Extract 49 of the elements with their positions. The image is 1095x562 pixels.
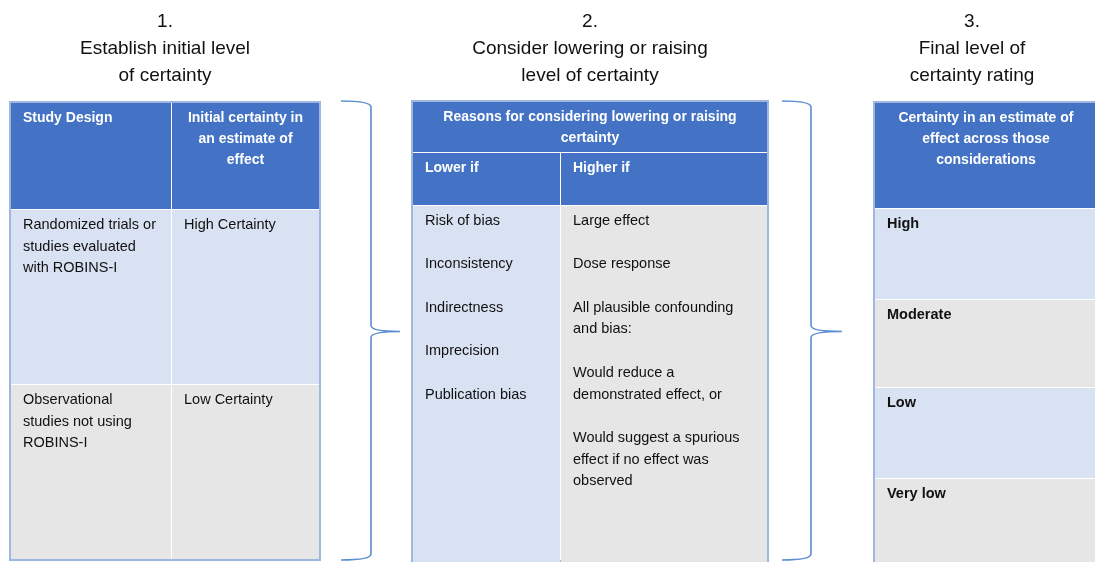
table-cell <box>11 210 171 384</box>
table-cell <box>875 479 1095 562</box>
cell-text: Would reduce a demonstrated effect, or <box>573 362 723 404</box>
step-number: 3. <box>963 9 981 33</box>
table-frame <box>9 101 321 561</box>
cell-text: Risk of bias <box>425 211 501 230</box>
cell-text: High Certainty <box>184 215 277 234</box>
table-cell <box>172 210 319 384</box>
table-cell <box>875 300 1095 387</box>
cell-text: Would suggest a spurious effect if no effect was observed <box>573 427 741 491</box>
cell-text: Low Certainty <box>184 390 274 409</box>
table-cell <box>11 385 171 559</box>
step-number: 2. <box>581 9 599 33</box>
table-cell <box>561 206 767 562</box>
table-header-cell <box>413 153 560 205</box>
table-header-cell <box>561 153 767 205</box>
cell-text: Indirectness <box>425 297 505 317</box>
cell-text: Imprecision <box>425 341 501 361</box>
table-header-cell <box>11 103 171 209</box>
table-cell <box>172 385 319 559</box>
table-frame <box>411 100 769 562</box>
cell-text: All plausible confounding and bias: <box>573 297 735 339</box>
cell-text: Inconsistency <box>425 254 514 274</box>
table-cell <box>875 388 1095 478</box>
table-header-cell <box>413 102 767 152</box>
step-heading: Final level of certainty rating <box>908 36 1036 87</box>
header-text: Reasons for considering lowering or raising certainty <box>442 107 738 147</box>
cell-text: Publication bias <box>425 384 528 404</box>
header-text: Lower if <box>425 158 480 177</box>
table-frame <box>873 101 1095 562</box>
step-number: 1. <box>156 9 174 33</box>
cell-text: Very low <box>887 484 947 503</box>
header-text: Initial certainty in an estimate of effect <box>186 108 305 169</box>
header-text: Higher if <box>573 158 631 177</box>
cell-text: Large effect <box>573 211 651 230</box>
cell-text: Low <box>887 393 917 412</box>
table-cell <box>413 206 560 562</box>
cell-text: High <box>887 214 921 233</box>
cell-text: Moderate <box>887 305 953 324</box>
step-heading: Consider lowering or raising level of certainty <box>471 36 709 87</box>
step-heading: Establish initial level of certainty <box>79 36 251 87</box>
header-text: Study Design <box>23 108 114 127</box>
table-header-cell <box>172 103 319 209</box>
cell-text: Observational studies not using ROBINS-I <box>23 390 133 453</box>
cell-text: Dose response <box>573 254 672 274</box>
table-header-cell <box>875 103 1095 208</box>
cell-text: Randomized trials or studies evaluated with ROBINS-I <box>23 215 157 278</box>
table-cell <box>875 209 1095 299</box>
header-text: Certainty in an estimate of effect across those considerations <box>897 108 1075 169</box>
